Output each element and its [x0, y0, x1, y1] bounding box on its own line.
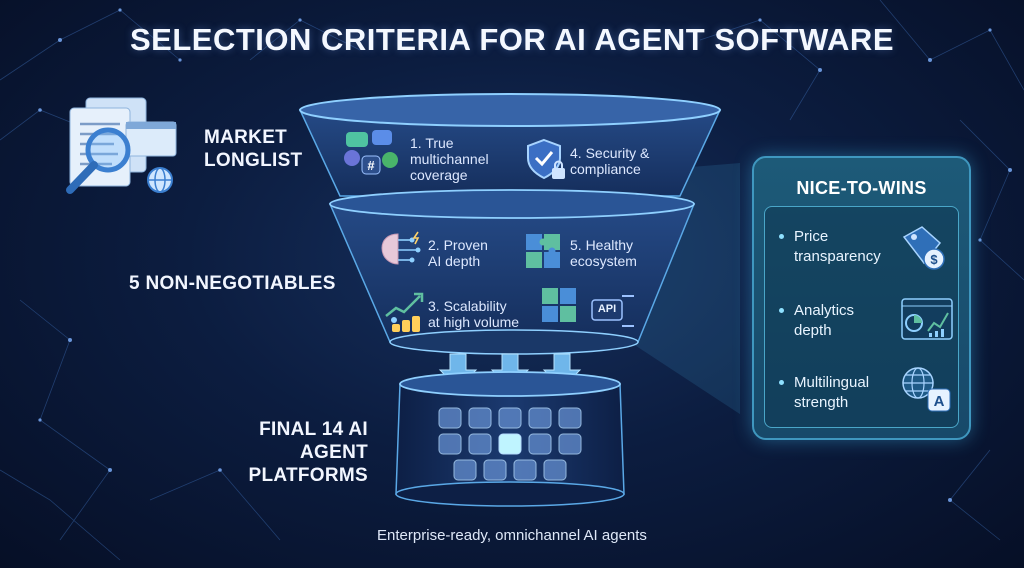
svg-text:$: $	[930, 252, 938, 267]
platform-tile	[483, 459, 507, 481]
platform-tile	[528, 433, 552, 455]
platform-tile	[498, 433, 522, 455]
platform-tile	[528, 407, 552, 429]
market-longlist-label: MARKET LONGLIST	[204, 127, 303, 171]
selection-funnel	[298, 93, 740, 507]
nice-item-price: Price transparency	[779, 227, 899, 267]
platform-tile	[468, 407, 492, 429]
nice-item-multilingual: Multilingual strength	[779, 373, 899, 413]
platform-tile	[513, 459, 537, 481]
svg-text:A: A	[934, 393, 945, 410]
nice-to-wins-title: NICE-TO-WINS	[796, 178, 927, 198]
footer-caption: Enterprise-ready, omnichannel AI agents	[377, 527, 647, 544]
price-tag-icon: $	[902, 226, 945, 270]
non-negotiables-label: 5 NON-NEGOTIABLES	[129, 273, 336, 294]
globe-translate-icon: A	[902, 367, 951, 412]
puzzle-icon	[526, 234, 560, 268]
page-title: SELECTION CRITERIA FOR AI AGENT SOFTWARE	[130, 22, 894, 57]
growth-chart-icon	[385, 292, 424, 332]
platform-tile	[558, 433, 582, 455]
platform-tile	[438, 433, 462, 455]
platform-tile	[498, 407, 522, 429]
chat-bubbles-icon: #	[344, 130, 398, 175]
api-integration-icon	[542, 288, 634, 327]
platform-tile	[558, 407, 582, 429]
nice-to-wins-list: Price transparency $ Analytics depth Mul…	[764, 206, 959, 428]
nice-to-wins-panel: NICE-TO-WINS Price transparency $ Analyt…	[752, 156, 971, 440]
platform-tile	[438, 407, 462, 429]
platform-tile	[543, 459, 567, 481]
nice-item-analytics: Analytics depth	[779, 301, 899, 341]
criterion-4-label: 4. Security &compliance	[570, 145, 650, 177]
analytics-dashboard-icon	[901, 298, 953, 340]
svg-text:#: #	[367, 158, 375, 173]
platform-tile	[453, 459, 477, 481]
brain-circuit-icon	[381, 231, 421, 265]
platform-tile	[468, 433, 492, 455]
final-platforms-label: FINAL 14 AI AGENT PLATFORMS	[248, 419, 368, 486]
shield-lock-icon	[527, 138, 565, 180]
api-label: API	[597, 303, 617, 315]
documents-magnifier-icon	[66, 97, 177, 194]
